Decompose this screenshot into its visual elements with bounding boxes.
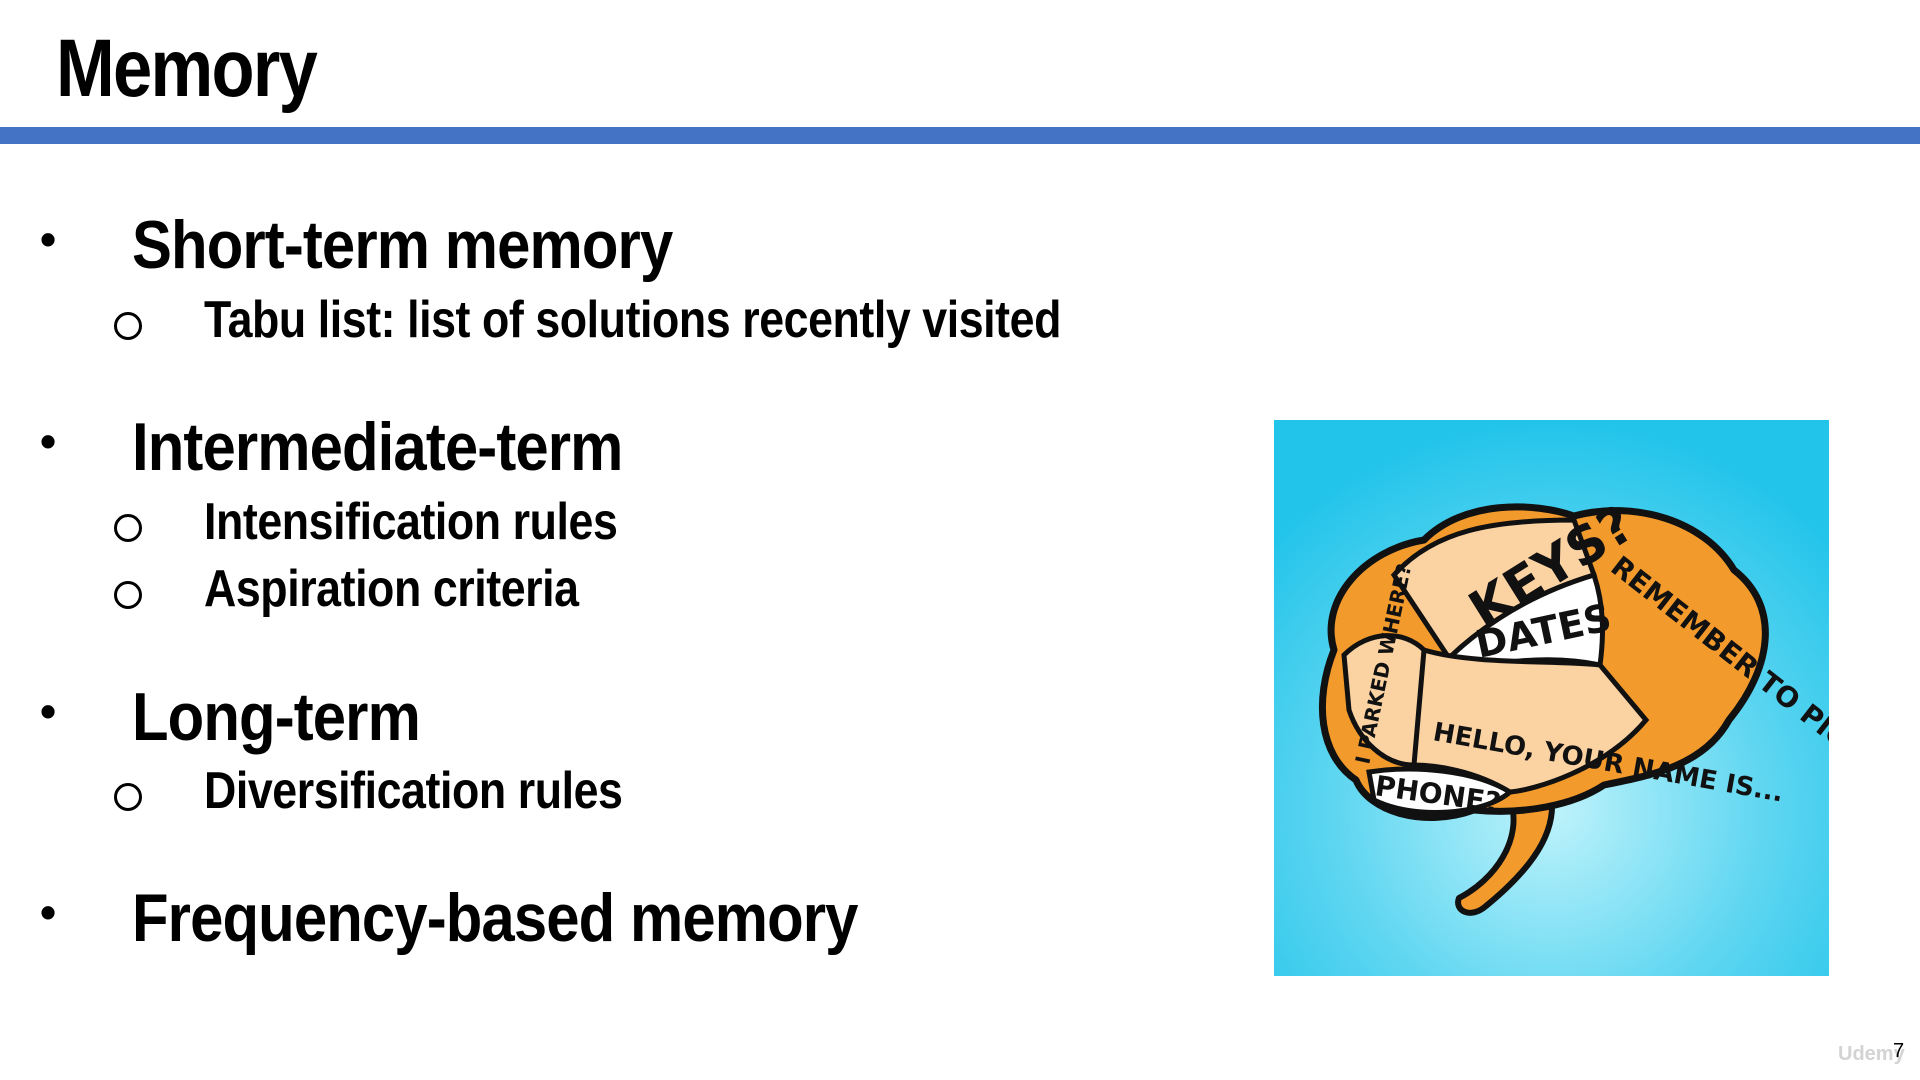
slide-number: 7: [1893, 1040, 1905, 1062]
bullet-dot: •: [40, 213, 56, 265]
slide-title: Memory: [56, 23, 318, 114]
sub-bullet-text: Diversification rules: [204, 762, 623, 820]
bullet-dot: •: [40, 685, 56, 737]
sub-bullet-circle: [114, 514, 142, 542]
sub-bullet-text: Aspiration criteria: [204, 560, 579, 618]
bullet-dot: •: [40, 886, 56, 938]
bullet-text: Long-term: [132, 679, 421, 755]
brain-illustration: KEYS? REMEMBER TO PICK UP... DATES I PAR…: [1274, 420, 1829, 976]
bullet-list: • Short-term memory Tabu list: list of s…: [40, 207, 1061, 956]
sub-bullet-circle: [114, 312, 142, 340]
udemy-watermark: Udemy: [1838, 1043, 1905, 1065]
bullet-text: Intermediate-term: [132, 409, 623, 485]
sub-bullet-text: Tabu list: list of solutions recently vi…: [204, 291, 1061, 349]
bullet-text: Short-term memory: [132, 207, 673, 283]
sub-bullet-circle: [114, 581, 142, 609]
bullet-text: Frequency-based memory: [132, 880, 858, 956]
bullet-dot: •: [40, 415, 56, 467]
title-divider: [0, 127, 1920, 144]
sub-bullet-text: Intensification rules: [204, 493, 618, 551]
sub-bullet-circle: [114, 783, 142, 811]
